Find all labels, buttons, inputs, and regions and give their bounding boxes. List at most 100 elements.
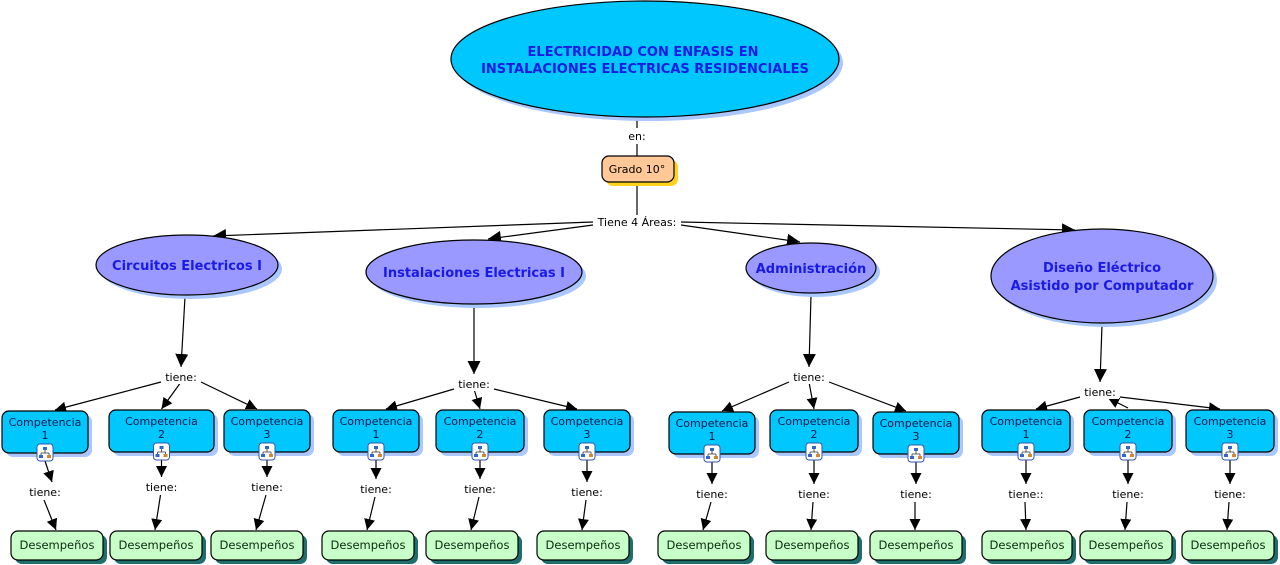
submap-icon[interactable] bbox=[153, 442, 170, 461]
submap-icon[interactable] bbox=[805, 442, 823, 461]
desempenos-label: Desempeños bbox=[220, 538, 295, 552]
submap-icon-tree bbox=[262, 449, 272, 454]
link-label-bg bbox=[593, 215, 681, 229]
desempenos-box bbox=[765, 530, 859, 561]
link-label-bg bbox=[1212, 487, 1248, 501]
submap-icon-left bbox=[1122, 454, 1126, 457]
area-to-link-line bbox=[175, 296, 189, 368]
submap-icon-right bbox=[918, 456, 922, 459]
desempenos-label: Desempeños bbox=[879, 538, 954, 552]
desempenos-node[interactable]: Desempeños bbox=[321, 530, 418, 564]
link-label-bg bbox=[462, 482, 498, 496]
link-label-bg bbox=[623, 129, 651, 143]
desempenos-box bbox=[1079, 530, 1173, 561]
desempenos-connector bbox=[1120, 501, 1132, 531]
submap-icon-top bbox=[812, 446, 816, 449]
competencia-number: 1 bbox=[709, 430, 716, 443]
area-title: Diseño Eléctrico bbox=[1043, 261, 1161, 276]
desempenos-label: Desempeños bbox=[20, 538, 95, 552]
desempenos-node[interactable]: Desempeños bbox=[869, 530, 966, 564]
area-node-3[interactable]: Administración bbox=[745, 242, 880, 297]
submap-icon-tree bbox=[1123, 449, 1133, 454]
competencia-label: Competencia bbox=[778, 415, 851, 428]
link-label-bg bbox=[569, 485, 605, 499]
link-label-en: en: bbox=[628, 130, 645, 143]
submap-icon[interactable] bbox=[1221, 442, 1239, 461]
competencia-connector bbox=[828, 381, 907, 413]
submap-icon-top bbox=[374, 446, 378, 449]
competencia-number: 1 bbox=[1023, 428, 1030, 441]
desempenos-node[interactable]: Desempeños bbox=[210, 530, 307, 564]
competencia-label: Competencia bbox=[676, 417, 749, 430]
link-label-bg bbox=[694, 487, 730, 501]
submap-icon[interactable] bbox=[367, 442, 385, 461]
submap-icon[interactable] bbox=[471, 442, 489, 461]
root-concept-node[interactable]: ELECTRICIDAD CON ENFASIS ENINSTALACIONES… bbox=[450, 0, 843, 121]
submap-icon-right bbox=[1232, 454, 1236, 457]
link-label-tiene: tiene: bbox=[696, 488, 728, 501]
desempenos-connector bbox=[1222, 501, 1234, 531]
submap-icon-left bbox=[261, 454, 265, 457]
competencia-label: Competencia bbox=[880, 417, 953, 430]
submap-icon[interactable] bbox=[703, 444, 721, 463]
competencia-number: 1 bbox=[42, 429, 49, 442]
submap-icon[interactable] bbox=[907, 444, 925, 463]
area-title: Circuitos Electricos I bbox=[112, 259, 262, 274]
desempenos-box bbox=[869, 530, 963, 561]
submap-icon[interactable] bbox=[578, 442, 596, 461]
link-label-tiene-areas: Tiene 4 Áreas: bbox=[597, 216, 677, 229]
link-label-tiene: tiene: bbox=[458, 378, 490, 391]
submap-icon-left bbox=[1224, 454, 1228, 457]
link-label-tiene: tiene: bbox=[793, 371, 825, 384]
desempenos-connector bbox=[151, 494, 163, 531]
desempenos-connector bbox=[253, 494, 267, 531]
submap-icon[interactable] bbox=[1119, 442, 1137, 461]
submap-icon-tree bbox=[809, 449, 819, 454]
area-node-2[interactable]: Instalaciones Electricas I bbox=[365, 239, 586, 308]
desempenos-node[interactable]: Desempeños bbox=[109, 530, 206, 564]
desempenos-node[interactable]: Desempeños bbox=[10, 530, 107, 564]
competencia-connector bbox=[493, 388, 578, 412]
desempenos-node[interactable]: Desempeños bbox=[981, 530, 1076, 564]
competencia-number: 2 bbox=[477, 428, 484, 441]
desempenos-node[interactable]: Desempeños bbox=[536, 530, 633, 564]
desempenos-node[interactable]: Desempeños bbox=[657, 530, 754, 564]
area-node-1[interactable]: Circuitos Electricos I bbox=[95, 234, 282, 299]
competencia-label: Competencia bbox=[1092, 415, 1165, 428]
desempenos-node[interactable]: Desempeños bbox=[1079, 530, 1176, 564]
submap-icon-top bbox=[43, 447, 47, 450]
submap-icon-right bbox=[714, 456, 718, 459]
competencia-connector bbox=[161, 381, 182, 410]
submap-icon[interactable] bbox=[258, 442, 276, 461]
link-label-tiene: tiene: bbox=[1112, 488, 1144, 501]
desempenos-node[interactable]: Desempeños bbox=[1181, 530, 1278, 564]
submap-icon-tree bbox=[911, 451, 921, 456]
grade-node[interactable]: Grado 10° bbox=[601, 155, 678, 186]
competencia-number: 3 bbox=[264, 428, 271, 441]
desempenos-label: Desempeños bbox=[435, 538, 510, 552]
link-label-tiene: tiene: bbox=[165, 371, 197, 384]
area-ellipse bbox=[95, 234, 279, 296]
submap-icon-right bbox=[1028, 454, 1032, 457]
link-label-tiene: tiene: bbox=[1214, 488, 1246, 501]
desempenos-node[interactable]: Desempeños bbox=[425, 530, 522, 564]
desempenos-node[interactable]: Desempeños bbox=[765, 530, 862, 564]
submap-icon[interactable] bbox=[1017, 442, 1035, 461]
link-label-bg bbox=[1006, 487, 1046, 501]
submap-icon[interactable] bbox=[36, 443, 54, 462]
desempenos-box bbox=[981, 530, 1073, 561]
desempenos-box bbox=[210, 530, 304, 561]
